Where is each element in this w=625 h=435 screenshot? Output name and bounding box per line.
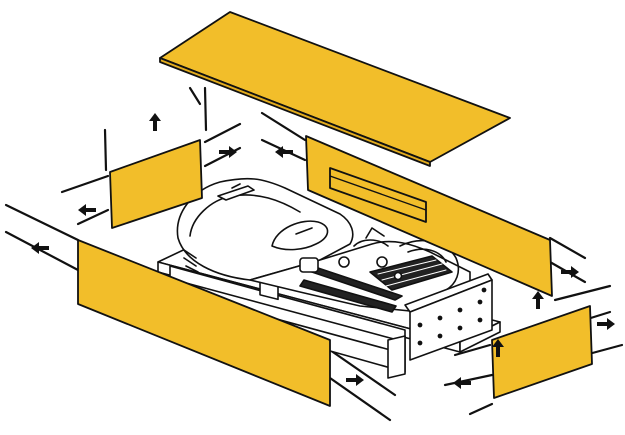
- right-end-panel: [492, 306, 592, 398]
- arrow-up-icon: [532, 291, 544, 309]
- arrow-left-icon: [453, 377, 471, 389]
- arrow-right-icon: [346, 374, 364, 386]
- lid-panel: [160, 12, 510, 162]
- arrow-up-icon: [149, 113, 161, 131]
- arrow-right-icon: [597, 318, 615, 330]
- arrow-left-icon: [78, 204, 96, 216]
